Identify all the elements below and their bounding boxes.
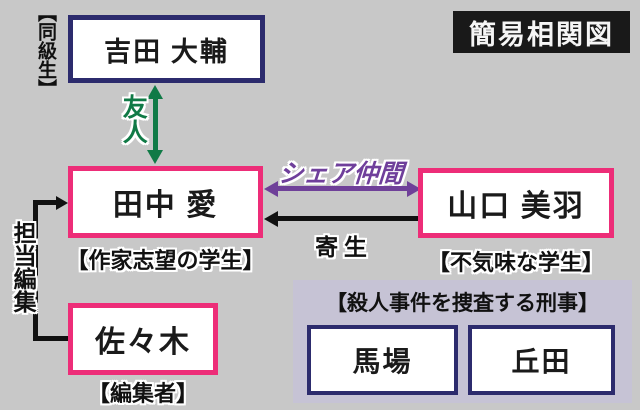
character-box-sasaki: 佐々木 [68, 303, 218, 375]
character-name-yoshida: 吉田 大輔 [104, 36, 229, 67]
character-box-yoshida: 吉田 大輔 [68, 15, 265, 83]
character-name-sasaki: 佐々木 [95, 326, 191, 359]
detectives-panel-title: 【殺人事件を捜査する刑事】 [326, 291, 599, 315]
character-box-tanaka: 田中 愛 [68, 166, 263, 238]
character-name-baba: 馬場 [352, 347, 413, 378]
character-box-baba: 馬場 [307, 325, 458, 395]
friend-label: 友人 [119, 94, 147, 144]
editor-label: 担当編集 [10, 221, 36, 313]
chart-title: 簡易相関図 [453, 11, 630, 53]
sasaki-role-label: 【編集者】 [87, 381, 198, 406]
character-name-okada: 丘田 [511, 347, 572, 378]
yamaguchi-role-label: 【不気味な学生】 [427, 250, 604, 275]
character-name-yamaguchi: 山口 美羽 [447, 190, 585, 223]
character-box-okada: 丘田 [468, 325, 615, 395]
character-box-yamaguchi: 山口 美羽 [418, 168, 614, 238]
tanaka-role-label: 【作家志望の学生】 [66, 248, 265, 273]
parasite-label: 寄 生 [315, 235, 367, 260]
character-name-tanaka: 田中 愛 [112, 189, 219, 222]
classmate-tag: 【同級生】 [34, 3, 56, 98]
